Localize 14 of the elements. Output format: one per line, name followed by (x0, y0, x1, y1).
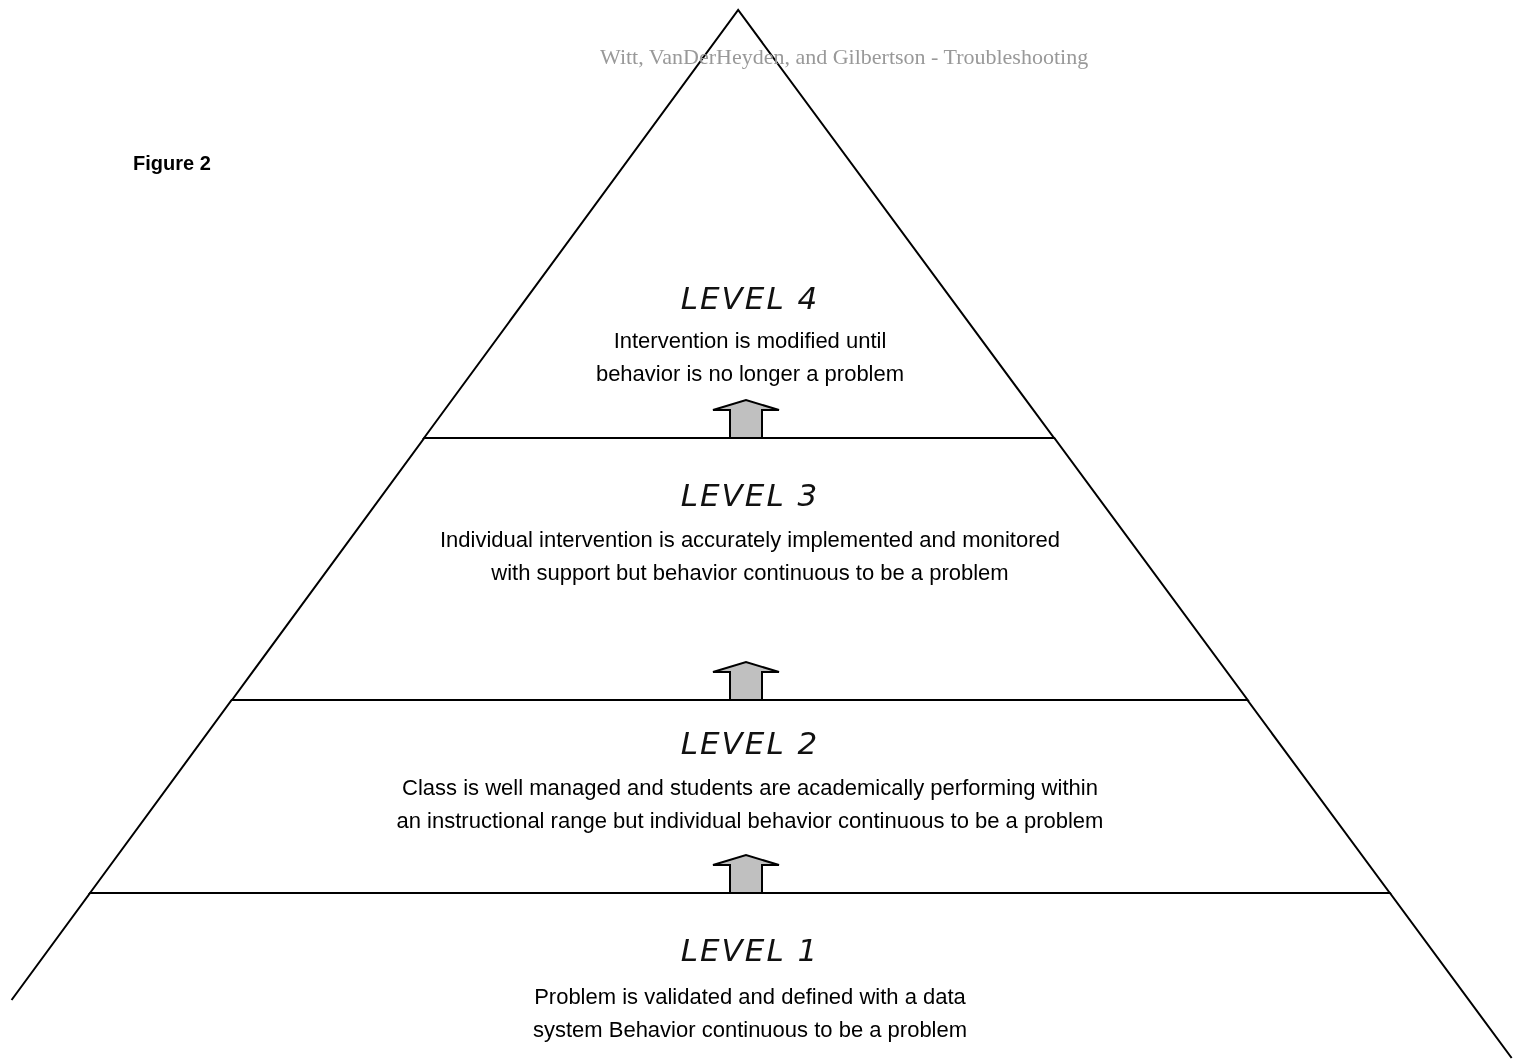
level-description: Class is well managed and students are academically performing within an instructional range but individual behavior continuous to be a problem (395, 774, 1105, 835)
block-arrow (712, 853, 780, 894)
pyramid-level (229, 438, 1250, 702)
level-heading: LEVEL 3 (680, 477, 820, 513)
level-heading: LEVEL 1 (680, 932, 820, 968)
level-description: Individual intervention is accurately implemented and monitored with support but behavior continuous to be a problem (438, 526, 1061, 587)
level-description: Problem is validated and defined with a data system Behavior continuous to be a problem (531, 983, 969, 1044)
level-description: Intervention is modified until behavior is no longer a problem (594, 327, 906, 388)
pyramid-level (87, 700, 1392, 895)
level-heading: LEVEL 2 (680, 725, 820, 761)
block-arrow (712, 660, 780, 701)
figure-title: Figure 2 (133, 152, 211, 175)
block-arrow (712, 398, 780, 439)
level-heading: LEVEL 4 (680, 280, 820, 316)
